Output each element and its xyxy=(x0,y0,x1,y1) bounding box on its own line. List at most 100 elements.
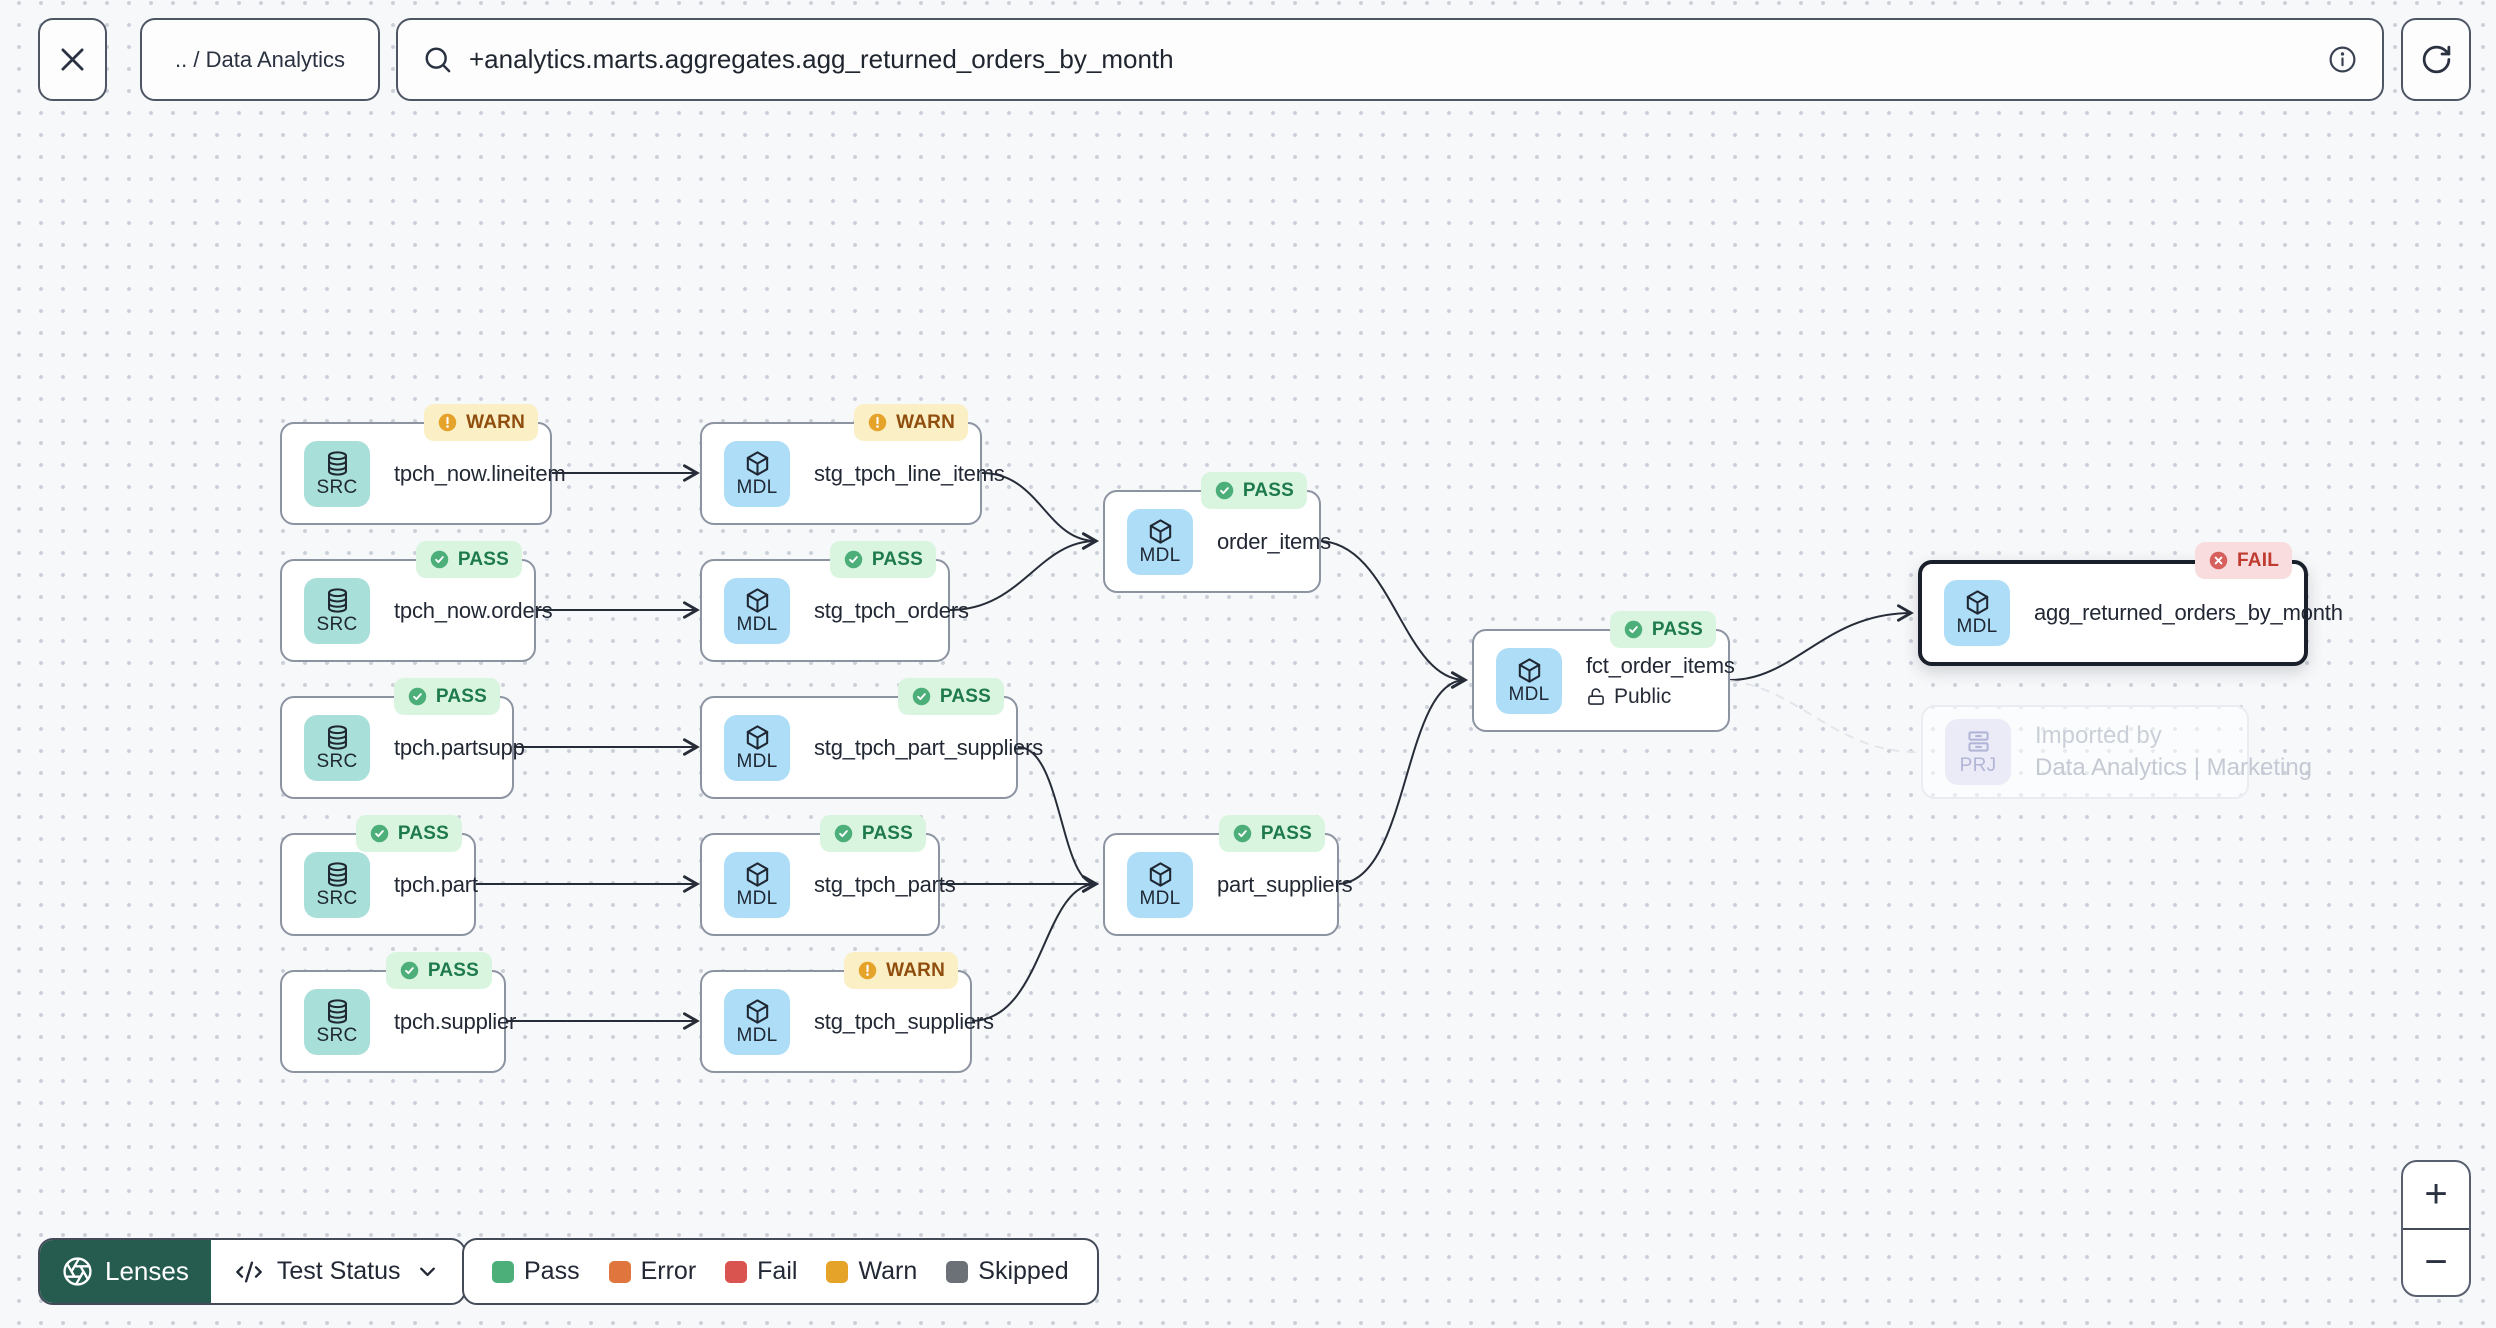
model-chip: MDL xyxy=(724,577,790,644)
node-tpch-part[interactable]: PASS SRC tpch.part xyxy=(280,815,478,936)
check-icon xyxy=(1232,823,1253,844)
chevron-down-icon xyxy=(415,1259,440,1284)
legend-swatch xyxy=(492,1260,514,1283)
warn-icon xyxy=(437,412,458,433)
node-label: order_items xyxy=(1217,528,1331,554)
node-label: stg_tpch_line_items xyxy=(814,460,1005,486)
zoom-out-button[interactable]: − xyxy=(2403,1227,2469,1296)
project-chip: PRJ xyxy=(1945,719,2011,785)
status-badge: PASS xyxy=(829,541,936,578)
cube-icon xyxy=(743,586,772,615)
status-badge: PASS xyxy=(897,678,1004,715)
aperture-icon xyxy=(62,1256,93,1287)
node-label: fct_order_items xyxy=(1586,652,1735,678)
status-badge: WARN xyxy=(844,952,958,989)
cube-icon xyxy=(743,860,772,889)
cube-icon xyxy=(1515,656,1544,685)
status-badge: WARN xyxy=(424,404,538,441)
model-chip: MDL xyxy=(1944,580,2010,646)
cube-icon xyxy=(1963,588,1992,617)
warn-icon xyxy=(857,960,878,981)
project-icon xyxy=(1964,727,1993,756)
test-status-legend: Pass Error Fail Warn Skipped xyxy=(462,1238,1099,1305)
node-label: tpch_now.orders xyxy=(394,597,553,623)
node-tpch-partsupp[interactable]: PASS SRC tpch.partsupp xyxy=(280,678,525,799)
legend-swatch xyxy=(608,1260,631,1283)
lens-selector-dropdown[interactable]: Test Status xyxy=(211,1240,464,1303)
node-tpch-now-lineitem[interactable]: WARN SRC tpch_now.lineitem xyxy=(280,404,566,525)
legend-item-fail: Fail xyxy=(725,1257,797,1286)
node-fct-order-items[interactable]: PASS MDL fct_order_items Public xyxy=(1472,611,1735,732)
node-stg-tpch-orders[interactable]: PASS MDL stg_tpch_orders xyxy=(700,541,969,662)
node-stg-tpch-part-suppliers[interactable]: PASS MDL stg_tpch_part_suppliers xyxy=(700,678,1043,799)
node-label: stg_tpch_part_suppliers xyxy=(814,734,1043,760)
status-badge: PASS xyxy=(1200,472,1307,509)
legend-item-skipped: Skipped xyxy=(946,1257,1069,1286)
node-agg-returned-orders-by-month[interactable]: FAIL MDL agg_returned_orders_by_month xyxy=(1918,542,2343,666)
lenses-label: Lenses xyxy=(105,1256,189,1286)
node-imported-by-ghost: PRJ Imported by Data Analytics | Marketi… xyxy=(1921,705,2312,799)
search-input[interactable] xyxy=(469,44,2311,75)
model-chip: MDL xyxy=(724,988,790,1055)
check-icon xyxy=(1623,619,1644,640)
status-badge: FAIL xyxy=(2195,542,2292,579)
node-label: tpch_now.lineitem xyxy=(394,460,566,486)
source-chip: SRC xyxy=(304,577,370,644)
node-stg-tpch-suppliers[interactable]: WARN MDL stg_tpch_suppliers xyxy=(700,952,994,1073)
legend-swatch xyxy=(826,1260,849,1283)
model-chip: MDL xyxy=(1127,508,1193,575)
node-label: tpch.partsupp xyxy=(394,734,525,760)
source-chip: SRC xyxy=(304,851,370,918)
source-chip: SRC xyxy=(304,440,370,507)
check-icon xyxy=(833,823,854,844)
fail-icon xyxy=(2208,550,2229,571)
cube-icon xyxy=(743,723,772,752)
status-badge: PASS xyxy=(1218,815,1325,852)
node-stg-tpch-parts[interactable]: PASS MDL stg_tpch_parts xyxy=(700,815,956,936)
search-icon xyxy=(422,44,453,75)
node-tpch-now-orders[interactable]: PASS SRC tpch_now.orders xyxy=(280,541,553,662)
node-stg-tpch-line-items[interactable]: WARN MDL stg_tpch_line_items xyxy=(700,404,1005,525)
info-icon[interactable] xyxy=(2327,44,2358,75)
lenses-button[interactable]: Lenses xyxy=(40,1240,211,1303)
unlocked-padlock-icon xyxy=(1586,687,1606,707)
breadcrumb[interactable]: .. / Data Analytics xyxy=(140,18,380,101)
check-icon xyxy=(843,549,864,570)
node-label: stg_tpch_suppliers xyxy=(814,1008,994,1034)
legend-swatch xyxy=(946,1260,969,1283)
model-chip: MDL xyxy=(724,714,790,781)
source-chip: SRC xyxy=(304,714,370,781)
close-icon xyxy=(56,43,89,76)
access-level: Public xyxy=(1586,685,1735,709)
status-badge: PASS xyxy=(819,815,926,852)
refresh-button[interactable] xyxy=(2401,18,2471,101)
model-chip: MDL xyxy=(724,440,790,507)
node-label: stg_tpch_orders xyxy=(814,597,969,623)
close-button[interactable] xyxy=(38,18,107,101)
search-bar[interactable] xyxy=(396,18,2384,101)
check-icon xyxy=(407,686,428,707)
model-chip: MDL xyxy=(1496,647,1562,714)
database-icon xyxy=(323,449,352,478)
check-icon xyxy=(399,960,420,981)
lens-selector-label: Test Status xyxy=(276,1257,401,1285)
legend-swatch xyxy=(725,1260,748,1283)
check-icon xyxy=(369,823,390,844)
database-icon xyxy=(323,997,352,1026)
node-order-items[interactable]: PASS MDL order_items xyxy=(1103,472,1331,593)
status-badge: PASS xyxy=(1609,611,1716,648)
node-label: tpch.supplier xyxy=(394,1008,517,1034)
status-badge: PASS xyxy=(415,541,522,578)
database-icon xyxy=(323,723,352,752)
node-label: part_suppliers xyxy=(1217,871,1353,897)
node-part-suppliers[interactable]: PASS MDL part_suppliers xyxy=(1103,815,1353,936)
legend-item-warn: Warn xyxy=(826,1257,917,1286)
source-chip: SRC xyxy=(304,988,370,1055)
zoom-in-button[interactable]: + xyxy=(2424,1172,2448,1217)
database-icon xyxy=(323,586,352,615)
cube-icon xyxy=(1146,860,1175,889)
node-tpch-supplier[interactable]: PASS SRC tpch.supplier xyxy=(280,952,516,1073)
legend-item-error: Error xyxy=(608,1257,696,1286)
